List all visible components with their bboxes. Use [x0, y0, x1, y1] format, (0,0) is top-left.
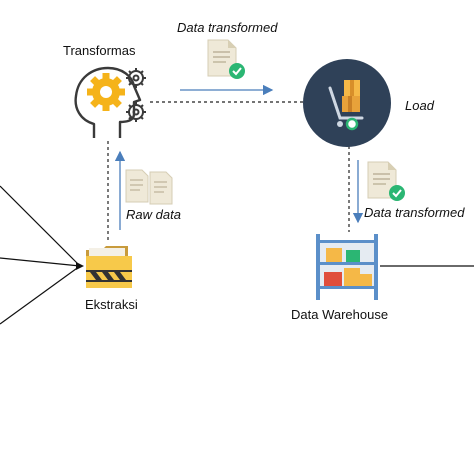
raw-data-label: Raw data — [126, 207, 181, 222]
document-check-icon — [207, 39, 245, 79]
data-transformed-top-label: Data transformed — [177, 20, 278, 35]
folder-icon — [86, 246, 132, 288]
hand-truck-boxes-icon — [303, 59, 391, 147]
source-line-3 — [0, 265, 81, 325]
document-check-icon-right — [367, 161, 405, 201]
extract-label: Ekstraksi — [85, 297, 138, 312]
source-line-2 — [0, 257, 81, 267]
data-transformed-right-label: Data transformed — [364, 205, 465, 220]
load-label: Load — [405, 98, 434, 113]
transform-label: Transformas — [63, 43, 136, 58]
warehouse-shelf-icon — [316, 234, 378, 300]
data-warehouse-label: Data Warehouse — [291, 307, 389, 322]
source-line-1 — [0, 185, 81, 267]
source-arrowhead — [76, 262, 84, 270]
raw-documents-icon — [125, 169, 173, 205]
gear-head-icon — [74, 66, 146, 138]
